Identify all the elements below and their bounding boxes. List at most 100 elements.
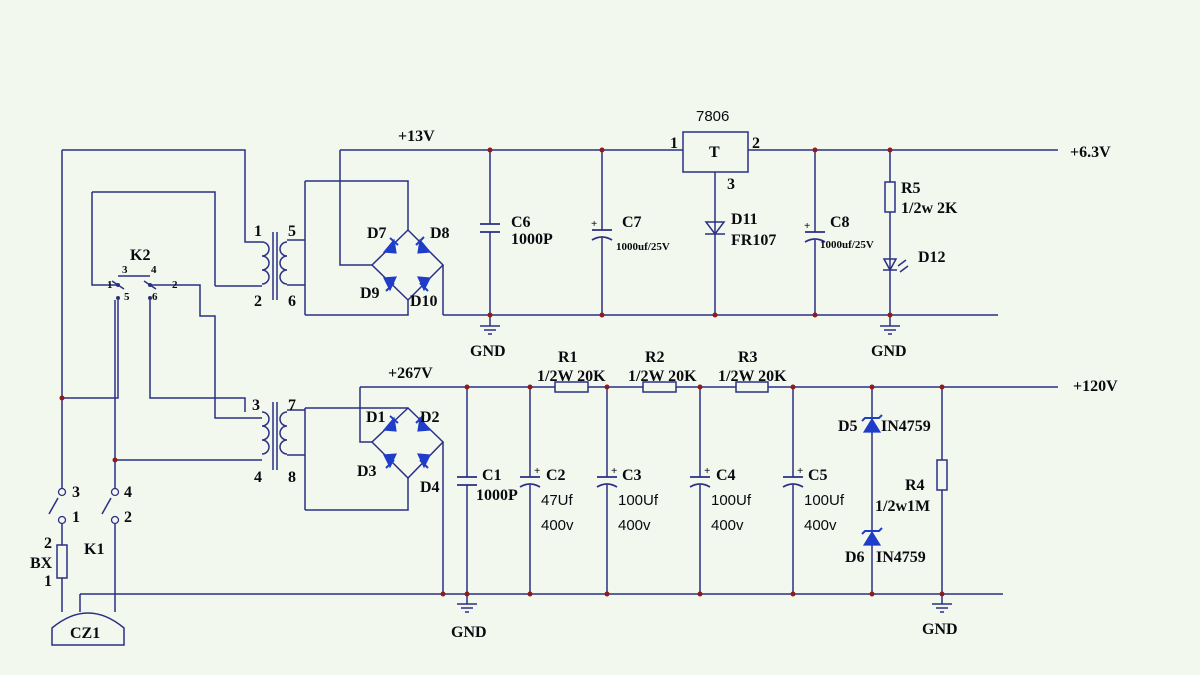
r1-resistor: R1 1/2W 20K (537, 349, 606, 393)
c2-value-1: 47Uf (541, 492, 574, 509)
tx-pin-4: 4 (254, 469, 262, 486)
rail-6-3v-label: +6.3V (1070, 144, 1111, 161)
c5-value-2: 400v (804, 517, 837, 534)
d5-zener: D5 IN4759 (838, 414, 931, 435)
rail-267v-label: +267V (388, 365, 433, 382)
tx-pin-2: 2 (254, 293, 262, 310)
c3-capacitor: + C3 100Uf 400v (596, 465, 659, 534)
d6-label: D6 (845, 549, 865, 566)
d5-part: IN4759 (881, 418, 931, 435)
svg-text:+: + (804, 220, 810, 232)
r2-resistor: R2 1/2W 20K (628, 349, 697, 393)
r1-label: R1 (558, 349, 578, 366)
c6-capacitor: C6 1000P (480, 214, 553, 248)
tx-pin-7: 7 (288, 397, 296, 414)
c2-label: C2 (546, 467, 566, 484)
ground-icon (880, 325, 900, 335)
d8-diode-icon (417, 238, 432, 254)
d6-part: IN4759 (876, 549, 926, 566)
c4-label: C4 (716, 467, 736, 484)
d7-diode-icon (382, 238, 397, 254)
regulator-pin-2: 2 (752, 135, 760, 152)
d11-diode-icon (704, 221, 726, 236)
c4-value-2: 400v (711, 517, 744, 534)
r3-label: R3 (738, 349, 758, 366)
r5-label: R5 (901, 180, 921, 197)
junctions (59, 147, 945, 597)
k2-pin-6: 6 (152, 291, 158, 303)
regulator-name: 7806 (696, 108, 729, 125)
ground-icon (480, 325, 500, 335)
svg-text:+: + (591, 218, 597, 230)
c8-capacitor: + C8 1000uf/25V (804, 214, 874, 251)
c4-capacitor: + C4 100Uf 400v (689, 465, 752, 534)
regulator-pin-3: 3 (727, 176, 735, 193)
bx-pin-1: 1 (44, 573, 52, 590)
c1-value: 1000P (476, 487, 518, 504)
c6-value: 1000P (511, 231, 553, 248)
bottom-bridge: D1 D2 D3 D4 (357, 409, 440, 496)
c1-capacitor: C1 1000P (457, 467, 518, 504)
gnd-label-top-right: GND (871, 343, 907, 360)
k1-pin-1: 1 (72, 509, 80, 526)
svg-text:+: + (797, 465, 803, 477)
c2-value-2: 400v (541, 517, 574, 534)
rail-120v-label: +120V (1073, 378, 1118, 395)
top-bridge: D7 D8 D9 D10 (360, 225, 450, 310)
r4-resistor: R4 1/2w1M (875, 459, 948, 515)
r5-value: 1/2w 2K (901, 200, 958, 217)
d12-led: D12 (882, 249, 946, 273)
tx-pin-3: 3 (252, 397, 260, 414)
regulator-body: T (709, 144, 720, 161)
d1-label: D1 (366, 409, 386, 426)
switch-k2: K2 3 4 1 2 5 6 (107, 247, 178, 303)
cz1-label: CZ1 (70, 625, 100, 642)
d12-led-icon (882, 258, 898, 272)
fuse-bx: 2 BX 1 (30, 535, 68, 590)
svg-text:+: + (704, 465, 710, 477)
tx-pin-5: 5 (288, 223, 296, 240)
k2-pin-1: 1 (107, 279, 113, 291)
c8-label: C8 (830, 214, 850, 231)
c3-value-2: 400v (618, 517, 651, 534)
c3-label: C3 (622, 467, 642, 484)
wires (61, 149, 1058, 612)
d10-label: D10 (410, 293, 438, 310)
d12-label: D12 (918, 249, 946, 266)
tx-pin-6: 6 (288, 293, 296, 310)
c6-label: C6 (511, 214, 531, 231)
rail-13v-label: +13V (398, 128, 435, 145)
regulator-7806: T 7806 1 2 3 (670, 108, 760, 193)
r3-value: 1/2W 20K (718, 368, 787, 385)
r4-value: 1/2w1M (875, 498, 930, 515)
ground-symbols: GND GND GND GND (451, 325, 958, 641)
c4-value-1: 100Uf (711, 492, 752, 509)
plug-cz1: CZ1 (51, 612, 125, 646)
k1-pin-3: 3 (72, 484, 80, 501)
d1-diode-icon (382, 416, 397, 432)
d8-label: D8 (430, 225, 450, 242)
bx-label: BX (30, 555, 53, 572)
d3-label: D3 (357, 463, 377, 480)
d7-label: D7 (367, 225, 387, 242)
d6-zener-icon (862, 530, 882, 546)
k1-label: K1 (84, 541, 104, 558)
d2-diode-icon (417, 416, 432, 432)
regulator-pin-1: 1 (670, 135, 678, 152)
c7-label: C7 (622, 214, 642, 231)
r4-label: R4 (905, 477, 925, 494)
tx-pin-8: 8 (288, 469, 296, 486)
c5-capacitor: + C5 100Uf 400v (782, 465, 845, 534)
d11-label: D11 (731, 211, 758, 228)
k2-pin-3: 3 (122, 264, 128, 276)
gnd-label-bottom-left: GND (451, 624, 487, 641)
ground-icon (457, 603, 477, 613)
d6-zener: D6 IN4759 (845, 527, 926, 566)
svg-text:+: + (534, 465, 540, 477)
d11-part: FR107 (731, 232, 776, 249)
d9-label: D9 (360, 285, 380, 302)
k1-pin-2: 2 (124, 509, 132, 526)
c5-label: C5 (808, 467, 828, 484)
